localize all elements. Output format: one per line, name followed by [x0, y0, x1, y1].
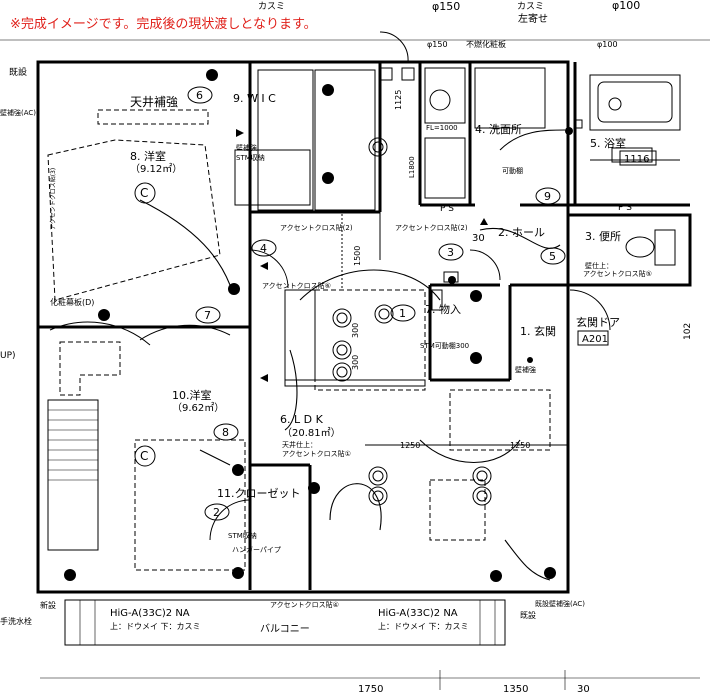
accent-6: アクセントクロス貼⑥ — [262, 281, 331, 290]
te-sessui: 手洗水栓 — [0, 616, 32, 626]
label-kasumi-1: カスミ — [258, 1, 285, 12]
dim-300a: 300 — [351, 323, 360, 338]
dim-1500: 1500 — [353, 246, 362, 266]
stm-2: STM収納 — [228, 531, 257, 540]
label-left-yose: 左寄せ — [518, 12, 548, 25]
kado-dana: 可動棚 — [502, 166, 523, 175]
circle-num-7: 7 — [204, 309, 211, 322]
door-code: A201 — [582, 334, 608, 345]
bath-code: 1116 — [624, 154, 649, 165]
kisetsu-label: 既設 — [9, 66, 27, 78]
circle-c-2: C — [140, 449, 148, 463]
dim-30: 30 — [472, 233, 485, 244]
room-5-name: 5. 浴室 — [590, 136, 626, 150]
accent-2a: アクセントクロス貼(2) — [280, 223, 353, 232]
circle-num-9: 9 — [544, 190, 551, 203]
hig-right: HiG-A(33C)2 NA — [378, 608, 458, 619]
room-3-name: 3. 便所 — [585, 230, 621, 243]
circle-num-2a: 2 — [213, 506, 220, 519]
kabe-hokyo-2: 壁補強 — [515, 365, 536, 374]
hanger-pipe: ハンガーパイプ — [232, 545, 281, 554]
circle-c-1: C — [140, 186, 148, 200]
room-2-name: 2. ホール — [498, 226, 545, 239]
circle-num-8: 8 — [222, 426, 229, 439]
hig-right-sub: 上：ドウメイ 下：カスミ — [378, 622, 469, 631]
kabe-age: 壁仕上： — [585, 261, 613, 270]
room-10-name: 10.洋室 — [172, 388, 212, 402]
label-phi100-b: φ100 — [597, 40, 618, 49]
balcony-label: バルコニー — [260, 623, 310, 635]
up-label: UP) — [0, 351, 16, 361]
label-kasumi-2: カスミ — [517, 1, 544, 12]
stm-1: STM収納 — [236, 153, 265, 162]
kabe-hokyo: 壁補強 — [236, 143, 257, 152]
dim-30b: 30 — [577, 684, 590, 694]
room-4-name: 4. 洗面所 — [475, 123, 522, 136]
completion-notice: ※完成イメージです。完成後の現状渡しとなります。 — [10, 16, 317, 32]
hig-left-sub: 上：ドウメイ 下：カスミ — [110, 622, 201, 631]
dim-1125: 1125 — [394, 90, 403, 110]
dim-1350: 1350 — [503, 684, 528, 694]
room-7-name: 7. 物入 — [425, 302, 461, 316]
circle-num-5: 5 — [549, 250, 556, 263]
dim-1750: 1750 — [358, 684, 383, 694]
label-funen: 不燃化粧板 — [466, 39, 506, 49]
room-8-name: 8. 洋室 — [130, 149, 166, 163]
room-1-name: 1. 玄関 — [520, 324, 556, 338]
l-1800: L1800 — [408, 156, 416, 178]
accent-3: アクセントクロス貼(3) — [49, 168, 57, 230]
accent-1: アクセントクロス貼① — [282, 449, 351, 458]
accent-4: アクセントクロス貼④ — [270, 600, 339, 609]
label-phi150-b: φ150 — [427, 40, 448, 49]
ps-label-1: P S — [440, 204, 454, 214]
circle-num-6: 6 — [196, 89, 203, 102]
label-phi100-top: φ100 — [612, 0, 640, 12]
kabe-hokyo-ac: 壁補強(AC) — [0, 108, 36, 117]
room-11-name: 11.クローゼット — [217, 487, 301, 500]
room8-dashed — [47, 139, 221, 301]
label-phi150-top: φ150 — [432, 0, 460, 13]
circle-num-4: 4 — [260, 242, 267, 255]
circle-num-3: 3 — [447, 246, 454, 259]
kisetsu-kabe-hokyo: 既設壁補強(AC) — [535, 599, 585, 608]
room-9-name: 9. W I C — [233, 92, 276, 105]
room-6-name: 6. L D K — [280, 413, 324, 426]
dim-102: 102 — [683, 323, 693, 340]
fl-1000: FL=1000 — [426, 124, 458, 132]
circle-num-1: 1 — [399, 307, 406, 320]
room-6-area: （20.81㎡） — [282, 427, 341, 439]
hig-left: HiG-A(33C)2 NA — [110, 608, 190, 619]
room-10-area: （9.62㎡） — [172, 402, 224, 414]
kisetsu-right: 既設 — [520, 610, 536, 620]
toilet-wall — [568, 213, 692, 287]
kesho-label: 化粧幕板(D) — [50, 297, 94, 307]
room-8-area: （9.12㎡） — [130, 163, 182, 175]
tenjo-hokyo-label: 天井補強 — [130, 95, 178, 109]
accent-5: アクセントクロス貼⑤ — [583, 269, 652, 278]
dim-300b: 300 — [351, 355, 360, 370]
stm-3: STM可動棚300 — [420, 341, 469, 350]
genkan-door-label: 玄関ドア — [576, 315, 620, 329]
accent-2b: アクセントクロス貼(2) — [395, 223, 468, 232]
shinsetsu-label: 新設 — [40, 600, 56, 610]
tenjo-age: 天井仕上： — [282, 440, 317, 449]
ps-label-2: P S — [618, 203, 632, 213]
